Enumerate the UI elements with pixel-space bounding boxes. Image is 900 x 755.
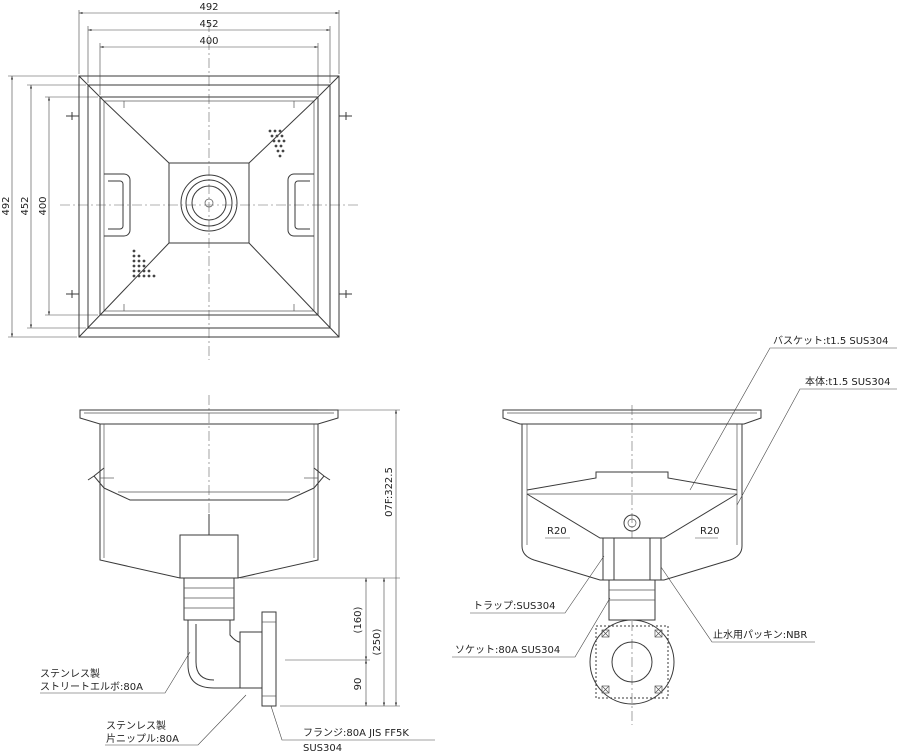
perforation-dots-bottom-left <box>132 249 156 278</box>
label-body: 本体:t1.5 SUS304 <box>805 375 890 388</box>
label-flange-spec: フランジ:80A JIS FF5K <box>303 727 409 739</box>
dim-width-452: 452 <box>199 19 218 30</box>
dim-160: (160) <box>353 606 364 633</box>
dim-width-400: 400 <box>199 36 218 47</box>
dim-height-400: 400 <box>38 196 49 215</box>
dim-height-452: 452 <box>20 196 31 215</box>
perforation-dots-top-right <box>268 129 286 158</box>
label-packing: 止水用パッキン:NBR <box>713 629 807 641</box>
dim-width-492: 492 <box>199 2 218 13</box>
label-nipple-spec: 片ニップル:80A <box>106 732 179 745</box>
label-socket: ソケット:80A SUS304 <box>455 644 560 656</box>
label-nipple-material: ステンレス製 <box>106 719 166 732</box>
dim-90: 90 <box>353 678 364 691</box>
dim-total-height: 07F:322.5 <box>384 467 395 517</box>
dim-height-492: 492 <box>1 196 12 215</box>
label-r20-left: R20 <box>547 526 567 537</box>
label-basket: バスケット:t1.5 SUS304 <box>773 335 888 347</box>
top-view: 492 452 400 492 452 400 <box>1 2 360 360</box>
label-r20-right: R20 <box>700 526 720 537</box>
side-view: バスケット:t1.5 SUS304 本体:t1.5 SUS304 R20 R20… <box>452 335 897 725</box>
front-view: 07F:322.5 (160) (250) 90 ステンレス製 ストリートエルボ… <box>40 395 435 754</box>
label-elbow-material: ステンレス製 <box>40 667 100 680</box>
label-elbow-spec: ストリートエルボ:80A <box>40 681 143 693</box>
dim-250: (250) <box>372 628 383 655</box>
flange-bolt-holes <box>601 629 663 694</box>
label-trap: トラップ:SUS304 <box>473 600 555 612</box>
label-flange-material: SUS304 <box>303 743 342 754</box>
